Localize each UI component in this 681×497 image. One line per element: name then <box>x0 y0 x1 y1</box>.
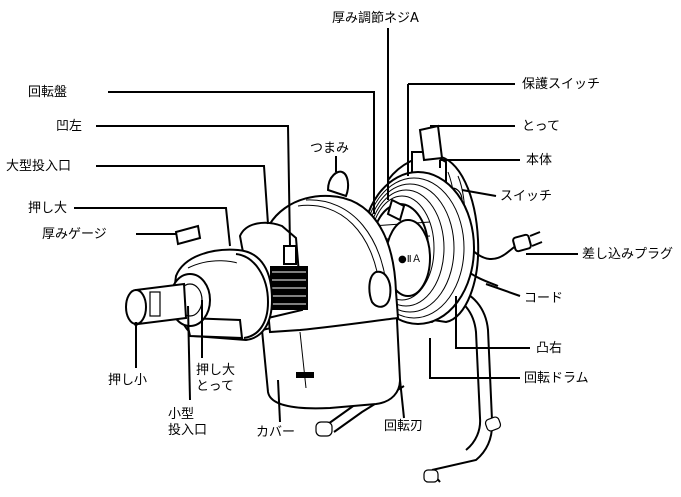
label-convex-right: 凸右 <box>536 341 562 356</box>
label-power-plug: 差し込みプラグ <box>582 247 673 262</box>
label-rotary-blade: 回転刃 <box>384 419 423 434</box>
label-small-inlet-line1: 小型 <box>168 407 194 422</box>
label-handle: とって <box>522 119 560 134</box>
label-thickness-screw-a: 厚み調節ネジA <box>332 11 419 26</box>
label-switch: スイッチ <box>500 189 552 204</box>
machine-illustration: ●ⅡＡ <box>125 124 543 483</box>
label-cover: カバー <box>256 425 295 440</box>
label-protective-switch: 保護スイッチ <box>522 76 600 92</box>
leader-lines <box>74 28 578 423</box>
label-pusher-large: 押し大 <box>28 201 67 216</box>
pusher-small-shape <box>125 273 211 327</box>
svg-text:●ⅡＡ: ●ⅡＡ <box>398 254 422 265</box>
label-cord: コード <box>524 291 563 306</box>
labels: 厚み調節ネジA 回転盤 保護スイッチ 凹左 とって つまみ 本体 大型投入口 ス… <box>6 11 673 440</box>
thickness-gauge-shape <box>174 224 202 246</box>
label-pusher-large-handle-line1: 押し大 <box>196 363 235 378</box>
label-thickness-gauge: 厚みゲージ <box>42 227 107 242</box>
label-concave-left: 凹左 <box>56 119 82 134</box>
knob-shape <box>326 170 350 198</box>
label-rotary-drum: 回転ドラム <box>524 371 589 386</box>
label-pusher-large-handle-line2: とって <box>196 379 234 394</box>
label-knob: つまみ <box>310 141 349 156</box>
label-main-body: 本体 <box>526 153 552 168</box>
label-small-inlet-line2: 投入口 <box>168 422 207 438</box>
label-pusher-small: 押し小 <box>108 373 147 388</box>
label-large-inlet: 大型投入口 <box>6 158 71 174</box>
label-rotary-disc: 回転盤 <box>28 85 67 100</box>
